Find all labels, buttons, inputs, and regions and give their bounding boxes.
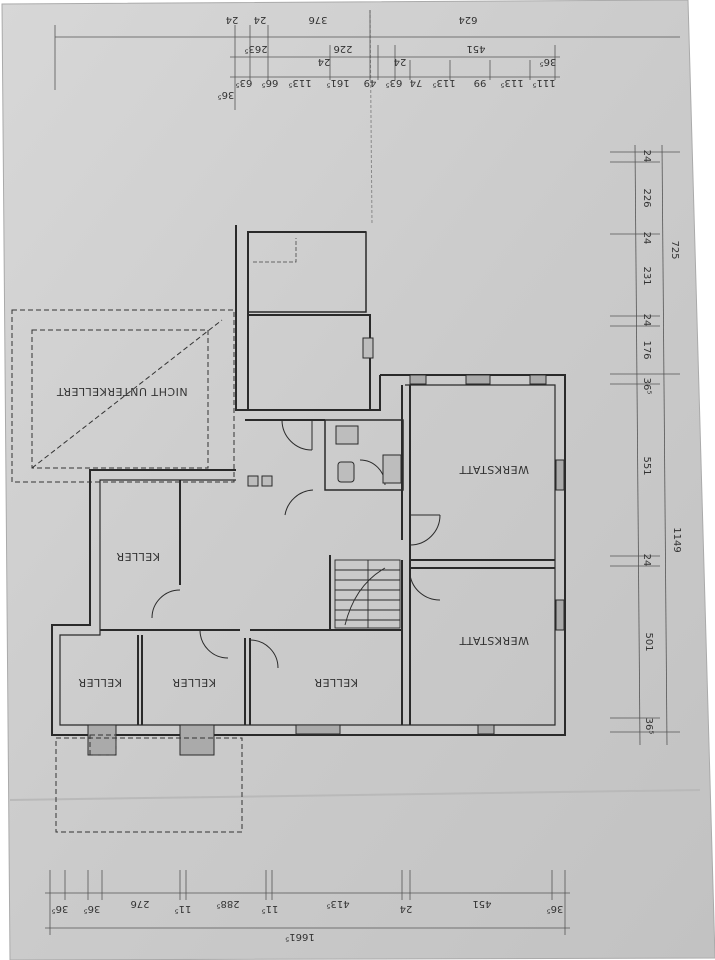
dim-label: 63⁵: [386, 77, 403, 88]
staircase: [334, 559, 401, 629]
room-label-keller-small-mid: KELLER: [172, 676, 216, 689]
dim-label: 66⁵: [262, 77, 279, 88]
dim-label: 725: [669, 240, 680, 259]
top-middle-dimensions: 263⁵ 24 226 24 451 36⁵: [244, 43, 556, 67]
dim-label: 11⁵: [175, 903, 192, 914]
dim-label: 36⁵: [547, 903, 564, 914]
right-inner-dimensions: 24 226 24 231 24 176 36⁵ 551 24 501 36⁵: [641, 150, 654, 735]
dim-label: 226: [333, 43, 352, 54]
room-label-nicht-unterkellert: NICHT UNTERKELLERT: [56, 385, 187, 398]
dim-label: 24: [641, 232, 652, 245]
dim-label: 63⁵: [236, 77, 253, 88]
dim-label: 24: [394, 56, 407, 67]
top-outer-dimensions: 24 24 376 624: [226, 14, 478, 25]
room-labels: NICHT UNTERKELLERT WERKSTATT WERKSTATT K…: [56, 385, 529, 689]
dim-label: 36⁵: [540, 56, 557, 67]
dim-label: 24: [641, 554, 652, 567]
dim-label: 288⁵: [216, 898, 239, 909]
dim-label: 113⁵: [288, 77, 311, 88]
dim-label: 36⁵: [643, 718, 654, 735]
dim-label: 276: [130, 898, 149, 909]
dim-label: 413⁵: [326, 898, 349, 909]
dim-label: 231: [641, 266, 652, 285]
dim-label: 263⁵: [244, 43, 267, 54]
dim-label: 24: [641, 150, 652, 163]
dim-label: 1149: [671, 527, 682, 552]
dim-label: 36⁵: [52, 903, 69, 914]
dim-label: 49: [364, 77, 377, 88]
dim-label: 113⁵: [500, 77, 523, 88]
right-outer-dimensions: 725 1149: [669, 240, 682, 552]
dim-label: 24: [318, 56, 331, 67]
dim-label: 99: [474, 77, 487, 88]
dim-label: 36⁵: [84, 903, 101, 914]
room-label-keller-bottom: KELLER: [314, 676, 358, 689]
dim-label: 74: [410, 77, 423, 88]
dim-label: 451: [472, 898, 491, 909]
top-inner-dimensions: 36⁵ 63⁵ 66⁵ 113⁵ 161⁵ 49 63⁵ 74 113⁵ 99 …: [218, 77, 556, 100]
dim-label: 113⁵: [432, 77, 455, 88]
room-label-werkstatt-upper: WERKSTATT: [459, 463, 529, 476]
dimension-lines-bottom: [45, 870, 570, 935]
dim-label: 161⁵: [326, 77, 349, 88]
dim-label: 501: [643, 632, 654, 651]
dim-label: 24: [641, 314, 652, 327]
dimension-lines-top: [54, 10, 680, 110]
dim-label: 226: [641, 188, 652, 207]
dim-total-label: 1661⁵: [285, 931, 314, 942]
dim-label: 11⁵: [262, 903, 279, 914]
dim-label: 624: [458, 14, 477, 25]
dim-label: 36⁵: [218, 89, 235, 100]
bottom-inner-dimensions: 36⁵ 36⁵ 276 11⁵ 288⁵ 11⁵ 413⁵ 24 451 36⁵…: [52, 898, 564, 942]
dim-label: 24: [254, 14, 267, 25]
windows: [87, 374, 565, 756]
dim-label: 36⁵: [641, 378, 652, 395]
sanitary-fixtures: [247, 337, 402, 487]
dim-label: 24: [400, 903, 413, 914]
dim-label: 111⁵: [532, 77, 555, 88]
dim-label: 24: [226, 14, 239, 25]
dim-label: 451: [466, 43, 485, 54]
building-walls: [51, 225, 566, 736]
room-label-keller-left: KELLER: [116, 550, 160, 563]
room-label-werkstatt-lower: WERKSTATT: [459, 634, 529, 647]
fold-crease: [9, 789, 701, 801]
dimension-lines-right: [610, 144, 680, 746]
dim-label: 376: [308, 14, 327, 25]
door-swings: [151, 419, 441, 669]
dim-label: 551: [641, 456, 652, 475]
dashed-outlines: [11, 309, 243, 833]
room-label-keller-small-left: KELLER: [78, 676, 122, 689]
dim-label: 176: [641, 340, 652, 359]
